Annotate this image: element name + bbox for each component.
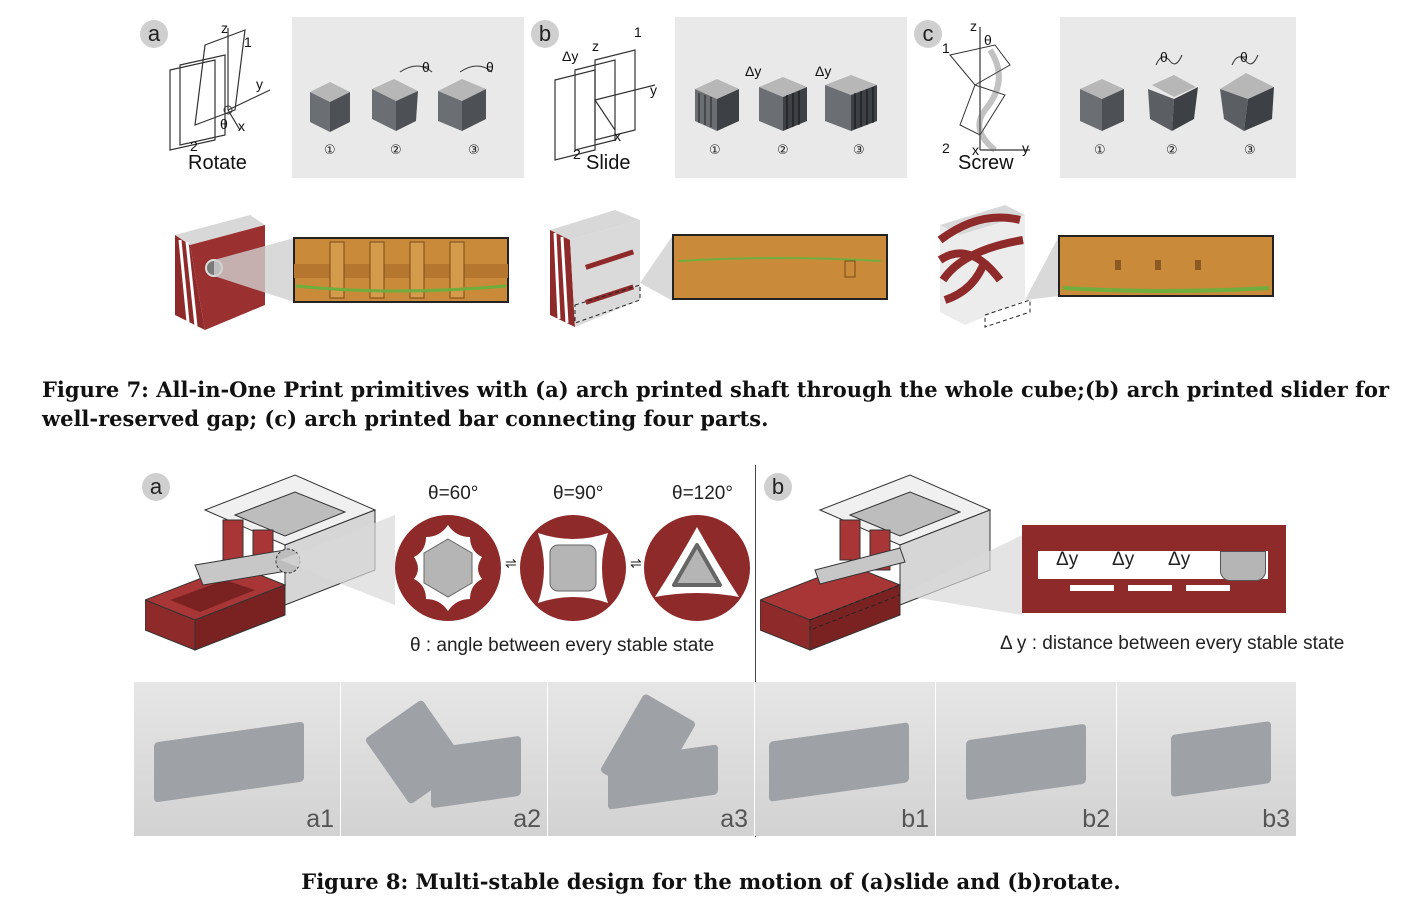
figure-8: a b θ=60° ⇌ θ=90° ⇌ θ=120° θ [0,455,1422,916]
figure-7-caption: Figure 7: All-in-One Print primitives wi… [42,377,1390,431]
slide-step-1: ① [709,143,721,158]
axis-1-label: 1 [244,34,252,50]
photo-b2: b2 [936,682,1116,836]
switch-arrow-1: ⇌ [505,555,517,571]
triangle-state-circle [644,515,750,621]
slide-delta-label: Δy [562,48,579,64]
screw-cubes [1080,54,1274,131]
screw-theta-label: θ [984,32,992,48]
delta-label-1: Δy [1056,549,1079,570]
slide-motion-label-2: Δy [745,63,762,79]
badge-b-fig8: b [764,473,792,501]
photo-a3: a3 [548,682,754,836]
rotate-steps-panel: θ θ ① ② ③ [292,17,524,178]
slide-1-label: 1 [634,24,642,40]
screw-2-label: 2 [942,140,950,156]
projection-cone [280,515,395,605]
badge-a: a [140,20,168,48]
divider [755,465,756,837]
screw-axis-diagram [949,27,1030,153]
panel-a-title: Rotate [188,152,247,174]
slide-detent-panel: Δy Δy Δy [1022,525,1286,613]
rotate-step-1: ① [324,143,336,158]
delta-label-2: Δy [1112,549,1135,570]
screw-step-3: ③ [1244,143,1256,158]
detent-block [1220,551,1266,581]
rotate-motion-label-3: θ [486,59,494,75]
photo-label: b1 [901,805,929,833]
screw-x-label: x [972,142,979,158]
axis-y-label: y [256,76,263,92]
detent-bump-2 [1128,585,1172,591]
detent-bump-3 [1186,585,1230,591]
photo-object [1171,720,1271,798]
photo-b3: b3 [1117,682,1296,836]
axis-theta-label: θ [220,116,228,132]
badge-a-fig8: a [142,473,170,501]
slide-step-3: ③ [853,143,865,158]
angle-label-60: θ=60° [428,483,479,504]
slide-x-label: x [614,128,621,144]
projection-cone-b [900,535,1022,615]
badge-b: b [531,20,559,48]
photo-label: a3 [720,805,748,833]
photo-object [431,735,521,809]
slide-steps-panel: Δy Δy ① ② ③ [675,17,907,178]
detent-bump-1 [1070,585,1114,591]
rotate-step-2: ② [390,143,402,158]
delta-definition-note: Δ y : distance between every stable stat… [1000,633,1345,654]
angle-label-120: θ=120° [672,483,733,504]
rotate-axis-diagram [169,28,271,151]
figure-7: a z 1 y x θ 2 Rotate [0,0,1422,440]
axis-x-label: x [238,118,245,134]
delta-label-3: Δy [1168,549,1191,570]
photo-a2: a2 [341,682,547,836]
slide-mechanism-illustration [760,474,992,651]
screw-z-label: z [970,18,977,34]
figure-8-caption: Figure 8: Multi-stable design for the mo… [301,869,1121,894]
screw-1-label: 1 [942,40,950,56]
rotate-cubes [310,65,493,132]
square-state-circle [520,515,626,621]
bar-cube-illustration [937,205,1274,328]
slide-axis-diagram [554,49,656,161]
screw-step-1: ① [1094,143,1106,158]
photo-b1: b1 [755,682,935,836]
slide-motion-label-3: Δy [815,63,832,79]
axis-2-label: 2 [190,138,198,154]
screw-step-2: ② [1166,143,1178,158]
hexagon-state-circle [395,515,501,621]
photo-object [966,723,1086,801]
screw-motion-label-3: θ [1240,49,1248,65]
slide-step-2: ② [777,143,789,158]
axis-z-label: z [221,20,228,36]
panel-b-title: Slide [586,152,631,174]
rotate-step-3: ③ [468,143,480,158]
photo-object [154,721,304,803]
screw-y-label: y [1022,140,1029,156]
slider-cube-illustration [550,210,888,327]
photo-label: b3 [1262,805,1290,833]
screw-motion-label-2: θ [1160,49,1168,65]
rotate-motion-label-2: θ [422,59,430,75]
badge-c: c [914,20,942,48]
slide-cubes [695,75,877,131]
angle-label-90: θ=90° [553,483,604,504]
photo-a1: a1 [134,682,340,836]
panel-c-title: Screw [958,152,1014,174]
photo-object [769,722,909,802]
slide-y-label: y [650,82,657,98]
switch-arrow-2: ⇌ [630,555,642,571]
slide-2-label: 2 [573,146,581,162]
screw-steps-panel: θ θ ① ② ③ [1060,17,1296,178]
photo-label: a1 [306,805,334,833]
shaft-cube-illustration [175,215,509,330]
theta-definition-note: θ : angle between every stable state [410,635,715,656]
photo-label: b2 [1082,805,1110,833]
photo-label: a2 [513,805,541,833]
slide-z-label: z [592,38,599,54]
